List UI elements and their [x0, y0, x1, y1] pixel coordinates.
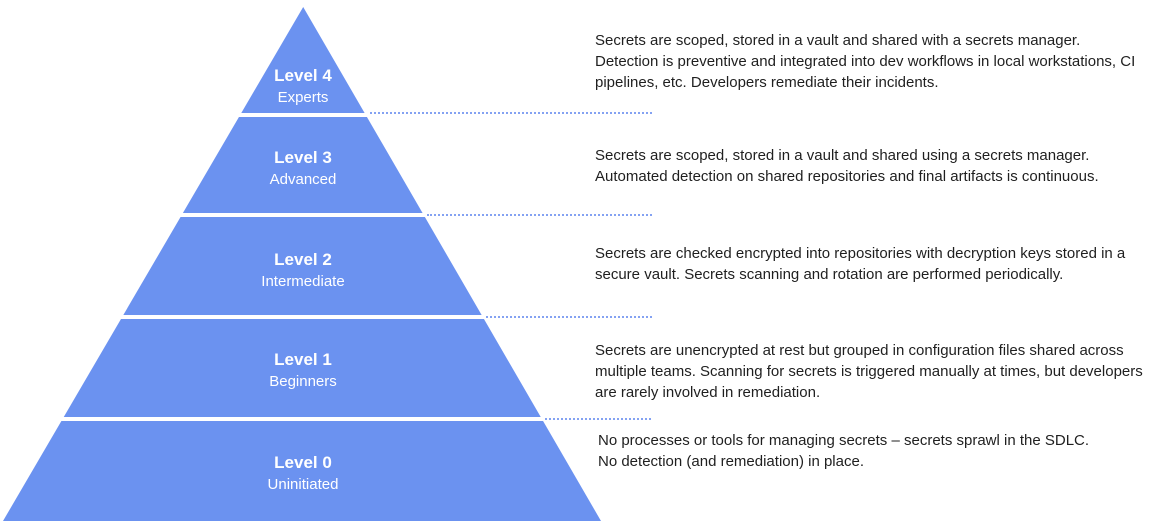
- dotted-leader-line-level4-level3: [370, 112, 652, 114]
- level-2-description: Secrets are checked encrypted into repos…: [595, 245, 1126, 283]
- level-3-subtitle: Advanced: [269, 171, 337, 188]
- level-4-subtitle: Experts: [277, 89, 329, 106]
- level-1-description: Secrets are unencrypted at rest but grou…: [595, 342, 1143, 401]
- level-2-subtitle: Intermediate: [261, 273, 345, 290]
- level-3-description: Secrets are scoped, stored in a vault an…: [595, 147, 1099, 185]
- level-0-label: Level 0 Uninitiated: [153, 453, 453, 495]
- level-0-title: Level 0: [274, 453, 332, 472]
- level-4-label: Level 4 Experts: [153, 66, 453, 108]
- level-4-description: Secrets are scoped, stored in a vault an…: [595, 32, 1136, 91]
- pyramid-segment-level-0: [3, 421, 601, 521]
- level-1-subtitle: Beginners: [269, 373, 337, 390]
- dotted-leader-line-level2-level1: [486, 316, 652, 318]
- level-2-title: Level 2: [274, 250, 332, 269]
- level-2-label: Level 2 Intermediate: [153, 250, 453, 292]
- level-4-title: Level 4: [274, 66, 332, 85]
- level-0-description: No processes or tools for managing secre…: [598, 432, 1090, 470]
- level-0-subtitle: Uninitiated: [267, 476, 339, 493]
- level-3-title: Level 3: [274, 148, 332, 167]
- level-1-label: Level 1 Beginners: [153, 350, 453, 392]
- level-1-title: Level 1: [274, 350, 332, 369]
- dotted-leader-line-level1-level0: [545, 418, 651, 420]
- dotted-leader-line-level3-level2: [427, 214, 652, 216]
- level-3-label: Level 3 Advanced: [153, 148, 453, 190]
